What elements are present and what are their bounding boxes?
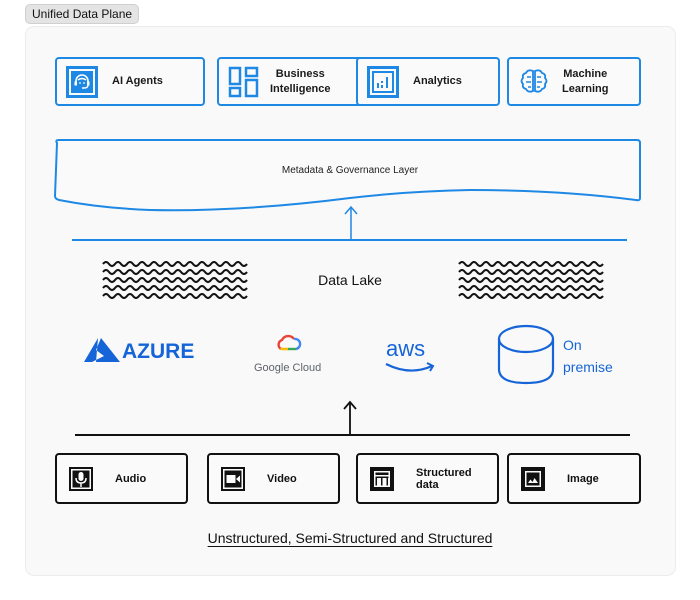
source-label: Audio (115, 472, 147, 485)
waves-right-icon (458, 261, 604, 299)
aws-smile-icon (385, 363, 433, 372)
aws-label: aws (386, 336, 426, 361)
consumer-label: Analytics (413, 75, 462, 87)
metadata-layer-label: Metadata & Governance Layer (281, 165, 419, 176)
source-video[interactable]: Video (207, 453, 340, 504)
footer-caption: Unstructured, Semi-Structured and Struct… (207, 530, 493, 546)
metadata-layer-shape (53, 139, 641, 212)
consumer-analytics[interactable]: Analytics (356, 57, 500, 106)
headset-agent-icon (66, 65, 98, 98)
source-structured-data[interactable]: Structured data (356, 453, 499, 504)
wave-line (102, 261, 248, 267)
consumer-label: Machine Learning (562, 67, 609, 95)
wave-line (458, 261, 604, 267)
bar-chart-icon (367, 65, 399, 98)
brain-icon (520, 68, 548, 93)
waves-left-icon (102, 261, 248, 299)
consumer-ai-agents[interactable]: AI Agents (55, 57, 205, 106)
source-audio[interactable]: Audio (55, 453, 188, 504)
table-icon (370, 466, 394, 491)
wave-line (102, 285, 248, 291)
source-label: Image (567, 472, 599, 485)
consumer-business-intelligence[interactable]: Business Intelligence (217, 57, 367, 106)
wave-line (458, 277, 604, 283)
wave-line (458, 269, 604, 275)
consumer-label: AI Agents (112, 75, 163, 87)
wave-line (458, 293, 604, 299)
microphone-icon (69, 466, 93, 491)
consumer-machine-learning[interactable]: Machine Learning (507, 57, 641, 106)
azure-label: AZURE (122, 340, 195, 363)
wave-line (102, 269, 248, 275)
wave-line (102, 277, 248, 283)
data-lake-label: Data Lake (318, 272, 382, 288)
source-label: Video (267, 472, 297, 485)
dashboard-grid-icon (228, 66, 259, 97)
google-cloud-label: Google Cloud (254, 362, 322, 374)
azure-logo-icon (84, 338, 120, 362)
consumer-label: Business Intelligence (270, 67, 331, 95)
metadata-arrow-head (344, 205, 358, 215)
title-tag: Unified Data Plane (25, 4, 140, 24)
source-image[interactable]: Image (507, 453, 641, 504)
google-cloud-logo-icon (277, 334, 302, 351)
source-label: Structured data (416, 466, 472, 491)
database-cylinder-icon (497, 324, 555, 385)
wave-line (102, 293, 248, 299)
image-icon (521, 466, 545, 491)
sources-arrow-head (343, 400, 357, 410)
wave-line (458, 285, 604, 291)
video-camera-icon (221, 466, 245, 491)
on-premise-label: On premise (563, 337, 613, 375)
